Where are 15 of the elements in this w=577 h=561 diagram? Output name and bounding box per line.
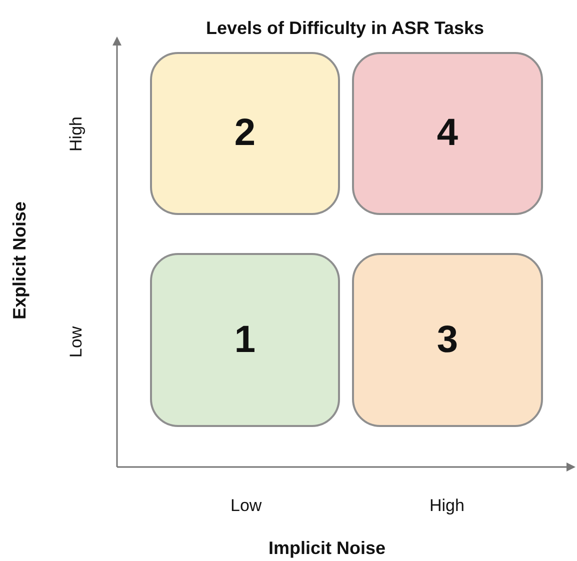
- quadrant-box: [352, 52, 543, 215]
- axis-tick-label: High: [66, 116, 86, 152]
- quadrant-number: 2: [234, 112, 256, 155]
- quadrant-box: [150, 253, 340, 427]
- quadrant-box: [150, 52, 340, 215]
- axis-tick-label: Low: [230, 496, 262, 516]
- axis-tick-label: High: [430, 496, 464, 516]
- axis-tick-label: Low: [66, 326, 86, 358]
- axis-title: Explicit Noise: [10, 200, 31, 320]
- chart-title: Levels of Difficulty in ASR Tasks: [204, 18, 486, 39]
- quadrant-box: [352, 253, 543, 427]
- quadrant-number: 1: [234, 318, 256, 362]
- quadrant-number: 3: [436, 318, 458, 362]
- quadrant-number: 4: [436, 112, 458, 155]
- axis-title: Implicit Noise: [268, 538, 386, 558]
